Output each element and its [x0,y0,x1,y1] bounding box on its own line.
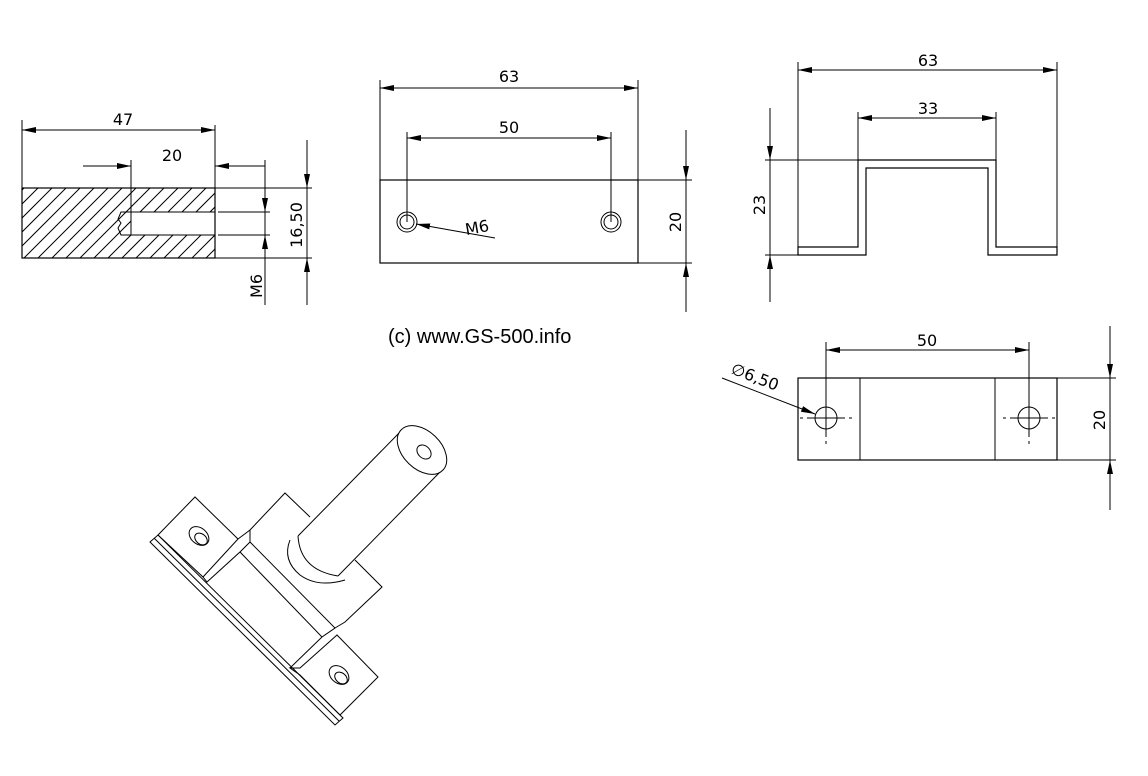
section-view: 47 20 M6 16,50 [0,110,312,305]
hatch-line [22,188,25,258]
hatch-line [51,188,123,258]
channel [202,492,383,669]
dim-63-label: 63 [499,67,519,86]
hatch-line [65,188,137,258]
hatch-line [79,188,151,258]
hatch-line [23,188,95,258]
plate-outline [797,377,1058,461]
hatch-line [22,188,39,258]
dim-20-label: 20 [162,146,182,165]
dim-16-50-label: 16,50 [287,202,306,248]
dim-33-label: 33 [918,99,938,118]
cylinder-end [396,425,448,475]
cylinder-body [297,429,443,577]
hatch-line [163,188,215,258]
hatch-line [22,188,81,258]
dim-20-label: 20 [1090,410,1109,430]
hatch-line [22,188,53,258]
dim-50-label: 50 [499,118,519,137]
thread-leader [415,223,496,239]
hatch-line [121,188,193,258]
top-view: 63 50 20 M6 [379,67,692,312]
hatch-line [107,188,179,258]
hatch-line [149,188,215,258]
thread-label: M6 [247,274,266,298]
hatch-line [37,188,109,258]
right-flange [288,634,379,716]
dim-47-label: 47 [113,110,133,129]
plate-outline [379,179,639,264]
hatch-line [22,188,67,258]
hatch-line [135,188,207,258]
hatch-line [177,188,215,258]
thread-label: M6 [464,216,491,239]
threaded-hole [117,211,215,236]
u-profile [797,159,1058,256]
profile-view: 63 33 23 [750,51,1058,302]
hatch-line [0,188,10,258]
dim-50-label: 50 [917,331,937,350]
base-plate-edge [149,534,344,726]
hatch-line [93,188,165,258]
dim-63-label: 63 [918,51,938,70]
hatch-line [191,188,215,258]
copyright-text: (c) www.GS-500.info [388,326,572,348]
dim-23-label: 23 [750,195,769,215]
section-outline [21,187,216,259]
isometric-view [149,425,448,726]
hatching [0,188,290,258]
bottom-view: 50 20 ∅6,50 [721,326,1116,510]
cylinder-fillet [287,539,346,584]
cylinder-bore [416,444,432,460]
diameter-leader [721,377,816,415]
hatch-line [220,188,290,258]
diameter-label: ∅6,50 [728,359,781,394]
dim-20-label: 20 [666,212,685,232]
